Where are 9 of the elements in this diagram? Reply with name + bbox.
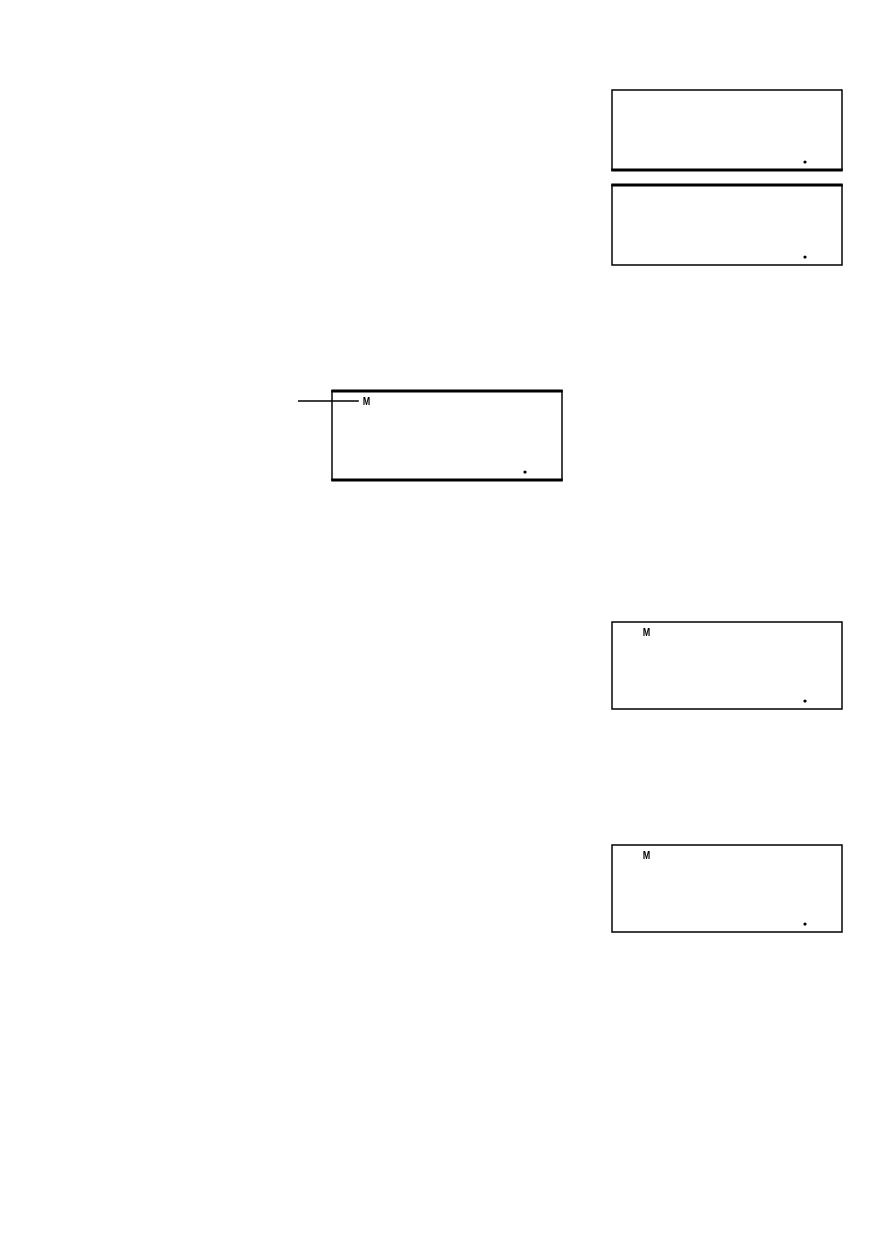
lcd-display	[611, 621, 843, 710]
leader-line	[297, 400, 360, 402]
lcd-display	[611, 844, 843, 933]
display-indicator: M	[363, 397, 370, 405]
lcd-display	[331, 389, 563, 482]
lcd-display	[611, 183, 843, 266]
display-indicator: M	[643, 628, 650, 636]
lcd-display	[611, 89, 843, 172]
display-indicator: M	[643, 851, 650, 859]
